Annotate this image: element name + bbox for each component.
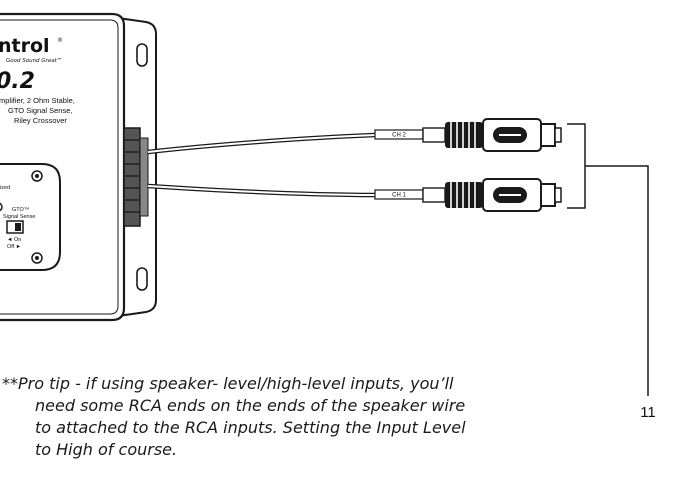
panel-label-gto: GTO™ bbox=[12, 207, 29, 213]
cable-ch1: CH 1 bbox=[147, 183, 424, 200]
cable-label-ch1: CH 1 bbox=[392, 193, 406, 199]
panel-label-1: ized bbox=[0, 185, 10, 191]
pro-tip-note: **Pro tip - if using speaker- level/high… bbox=[2, 373, 522, 461]
desc-line-2: GTO Signal Sense, bbox=[8, 106, 72, 115]
mount-slot-bottom bbox=[136, 267, 148, 291]
panel-label-signal-sense: Signal Sense bbox=[3, 214, 35, 220]
rca-plug-ch2 bbox=[422, 118, 562, 152]
rca-plug-ch1 bbox=[422, 178, 562, 212]
switch-on-label: ◄ On bbox=[7, 237, 21, 243]
mount-slot-top bbox=[136, 43, 148, 67]
callout-number: 11 bbox=[640, 404, 656, 421]
switch-off-label: Off ► bbox=[7, 244, 21, 250]
tip-line-2: need some RCA ends on the ends of the sp… bbox=[35, 396, 466, 415]
brand-mark: ® bbox=[57, 37, 63, 44]
tip-line-1: **Pro tip - if using speaker- level/high… bbox=[2, 374, 454, 393]
tip-line-4: to High of course. bbox=[35, 440, 178, 459]
desc-line-3: Riley Crossover bbox=[14, 116, 67, 125]
callout-bracket bbox=[567, 123, 649, 396]
desc-line-1: mplifier, 2 Ohm Stable, bbox=[0, 96, 75, 105]
model-number: 0.2 bbox=[0, 69, 35, 94]
cable-ch2: CH 2 bbox=[147, 129, 424, 155]
brand-text: ntrol bbox=[0, 35, 50, 57]
brand-tagline: Good Sound Great™ bbox=[6, 57, 62, 64]
panel-led bbox=[0, 202, 3, 212]
cable-label-ch2: CH 2 bbox=[392, 133, 406, 139]
control-panel: ized GTO™ Signal Sense ◄ On Off ► bbox=[0, 163, 61, 271]
tip-line-3: to attached to the RCA inputs. Setting t… bbox=[35, 418, 466, 437]
